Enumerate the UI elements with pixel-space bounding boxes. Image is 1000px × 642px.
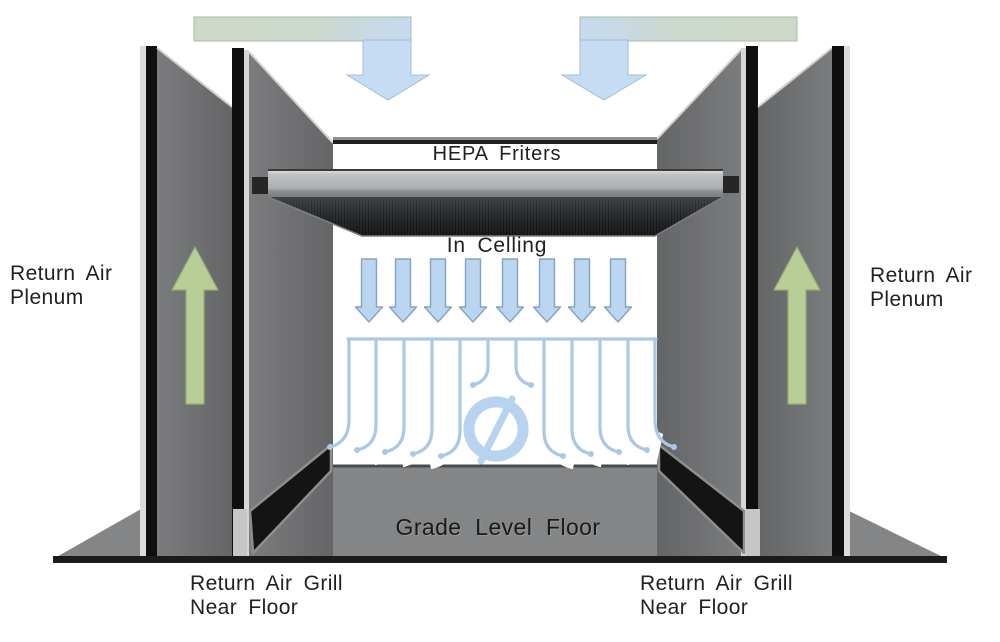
return-up-arrow-left bbox=[171, 246, 219, 405]
diffuser-texture bbox=[268, 197, 723, 236]
label-line: Return Air Grill bbox=[640, 572, 793, 595]
filter-slab-cap-left bbox=[252, 177, 268, 194]
down-arrow-left bbox=[345, 39, 431, 101]
label-line: Plenum bbox=[10, 286, 84, 309]
label-hepa-filters: HEPA Friters bbox=[432, 143, 562, 165]
right-outer-panel bbox=[844, 46, 850, 557]
curtain-white-streams bbox=[339, 337, 665, 470]
ceiling-supply-arrows bbox=[354, 258, 633, 323]
curtain-flow-lines bbox=[328, 337, 676, 458]
right-wall-outer-top-edge bbox=[757, 47, 833, 108]
supply-arrow-icon bbox=[458, 258, 488, 323]
supply-arrow-icon bbox=[495, 258, 525, 323]
recirculation-slash bbox=[477, 395, 516, 465]
supply-arrow-icon bbox=[603, 258, 633, 323]
label-line: Return Air Grill bbox=[190, 572, 343, 595]
grill-end-cap-right bbox=[746, 509, 760, 557]
recirculation-arc bbox=[479, 401, 529, 462]
return-air-grills bbox=[233, 443, 760, 557]
left-wall-inner-top-edge bbox=[248, 51, 334, 144]
left-inner-panel-edge bbox=[244, 50, 249, 557]
grill-end-cap-left bbox=[233, 509, 247, 557]
return-up-arrow-right bbox=[773, 246, 821, 405]
label-line: Near Floor bbox=[640, 596, 749, 619]
supply-arrow-icon bbox=[388, 258, 418, 323]
supply-arrow-icon bbox=[354, 258, 384, 323]
supply-arrow-icon bbox=[532, 258, 562, 323]
ceiling-line bbox=[333, 140, 657, 144]
supply-elbow-arrow-right bbox=[560, 16, 798, 101]
floor-front-edge bbox=[53, 556, 947, 563]
left-outer-panel bbox=[140, 46, 146, 557]
filter-slab-top-edge bbox=[268, 169, 723, 172]
supply-arrow-icon bbox=[423, 258, 453, 323]
label-in-ceiling: In Celling bbox=[446, 234, 548, 257]
supply-duct-bar-right bbox=[579, 16, 798, 42]
label-line: Return Air bbox=[870, 264, 973, 287]
air-curtain bbox=[327, 337, 677, 470]
return-air-grill-left bbox=[248, 443, 333, 555]
label-line: Near Floor bbox=[190, 596, 299, 619]
right-inner-panel-edge bbox=[741, 48, 746, 557]
left-plenum-gap bbox=[232, 48, 244, 557]
filter-slab-cap-right bbox=[723, 176, 739, 193]
label-return-air-plenum-right: Return Air Plenum bbox=[870, 264, 972, 312]
label-return-air-plenum-left: Return Air Plenum bbox=[10, 262, 112, 310]
return-up-arrows bbox=[171, 246, 821, 405]
supply-duct-bar-left bbox=[193, 16, 412, 42]
right-outer-gap bbox=[832, 46, 844, 557]
left-wall-outer-top-edge bbox=[156, 47, 233, 108]
down-arrow-right bbox=[560, 39, 648, 101]
curtain-curl-tips bbox=[327, 382, 677, 459]
diffuser-edge-highlight bbox=[267, 196, 724, 237]
return-air-grill-right bbox=[657, 443, 746, 555]
ceiling-line-highlight bbox=[333, 137, 657, 140]
label-return-air-grill-left: Return Air Grill Near Floor bbox=[190, 572, 343, 620]
left-outer-gap bbox=[146, 46, 157, 557]
label-line: Plenum bbox=[870, 288, 944, 311]
supply-elbow-arrow-left bbox=[193, 16, 431, 101]
supply-arrow-icon bbox=[567, 258, 597, 323]
right-wall-inner-top-edge bbox=[656, 49, 742, 140]
label-grade-level-floor: Grade Level Floor bbox=[395, 514, 601, 540]
recirculation-icon bbox=[463, 395, 529, 465]
label-line: Return Air bbox=[10, 262, 113, 285]
right-plenum-gap bbox=[746, 46, 758, 557]
label-return-air-grill-right: Return Air Grill Near Floor bbox=[640, 572, 793, 620]
floor-interior bbox=[251, 466, 747, 557]
ceiling-filter-housing bbox=[252, 137, 739, 237]
recirculation-arc bbox=[463, 396, 513, 457]
filter-slab bbox=[268, 171, 723, 197]
